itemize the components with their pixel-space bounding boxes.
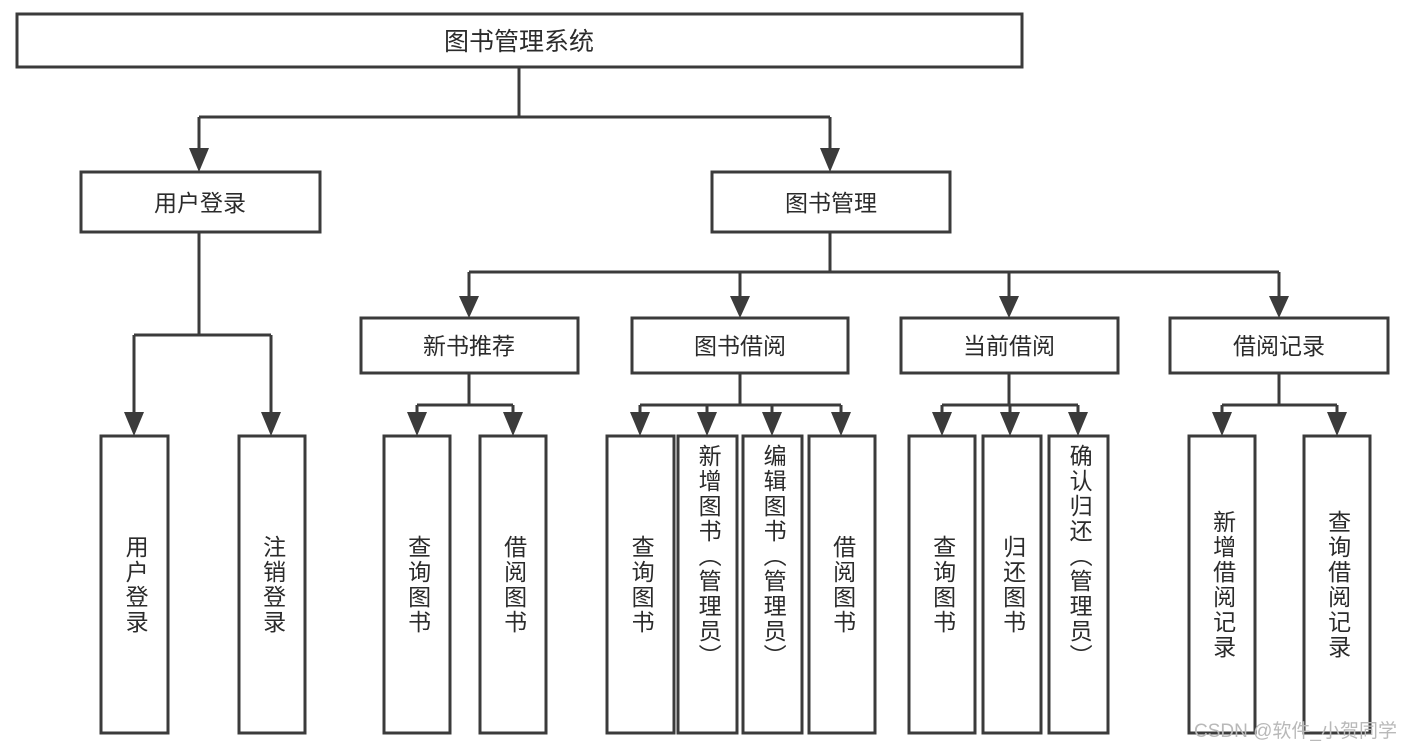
node-new-book-recommend-label: 新书推荐 (423, 333, 515, 359)
node-new-book-recommend[interactable]: 新书推荐 (359, 316, 580, 375)
arrowhead-leaf-12 (1212, 412, 1232, 436)
leaf-box-borrow-book-2[interactable] (807, 434, 877, 735)
node-root[interactable]: 图书管理系统 (15, 12, 1024, 69)
arrow-heads (124, 148, 1347, 436)
arrowhead-leaf-5 (630, 412, 650, 436)
arrowhead-leaf-2 (261, 412, 281, 436)
node-current-borrow-label: 当前借阅 (963, 333, 1055, 359)
node-borrow-record-label: 借阅记录 (1233, 333, 1325, 359)
arrowhead-leaf-3 (407, 412, 427, 436)
leaf-box-query-book-2[interactable] (605, 434, 676, 735)
arrowhead-leaf-11 (1068, 412, 1088, 436)
node-new-book-recommend-box[interactable] (359, 316, 580, 375)
leaf-box-add-book-admin[interactable] (676, 434, 739, 735)
node-user-login-box[interactable] (79, 170, 322, 234)
node-current-borrow-box[interactable] (899, 316, 1120, 375)
leaf-box-query-book-1[interactable] (382, 434, 452, 735)
node-borrow-record-box[interactable] (1168, 316, 1390, 375)
node-boxes: 图书管理系统 用户登录 图书管理 新书推荐 图书借阅 当前 (15, 12, 1390, 735)
arrowhead-leaf-6 (697, 412, 717, 436)
node-book-borrow[interactable]: 图书借阅 (630, 316, 850, 375)
arrowhead-leaf-1 (124, 412, 144, 436)
node-user-login[interactable]: 用户登录 (79, 170, 322, 234)
leaf-box-user-login[interactable] (99, 434, 170, 735)
node-root-label: 图书管理系统 (444, 28, 594, 56)
node-book-manage-box[interactable] (710, 170, 952, 234)
node-book-manage-label: 图书管理 (785, 190, 877, 216)
node-root-box[interactable] (15, 12, 1024, 69)
arrowhead-leaf-8 (831, 412, 851, 436)
node-book-borrow-box[interactable] (630, 316, 850, 375)
leaf-box-borrow-book-1[interactable] (478, 434, 548, 735)
arrowhead-leaf-7 (762, 412, 782, 436)
arrowhead-leaf-13 (1327, 412, 1347, 436)
leaf-box-query-book-3[interactable] (907, 434, 977, 735)
leaf-box-edit-book-admin[interactable] (741, 434, 804, 735)
leaf-box-add-record[interactable] (1187, 434, 1257, 735)
leaf-box-confirm-return[interactable] (1047, 434, 1110, 735)
arrowhead-book-borrow (730, 296, 750, 318)
node-current-borrow[interactable]: 当前借阅 (899, 316, 1120, 375)
arrowhead-current-borrow (999, 296, 1019, 318)
watermark-text: CSDN @软件_小贺同学 (1194, 721, 1397, 742)
leaf-box-return-book[interactable] (981, 434, 1043, 735)
arrowhead-new-book (459, 296, 479, 318)
arrowhead-leaf-9 (932, 412, 952, 436)
arrowhead-leaf-10 (1000, 412, 1020, 436)
node-borrow-record[interactable]: 借阅记录 (1168, 316, 1390, 375)
node-book-borrow-label: 图书借阅 (694, 333, 786, 359)
arrowhead-user-login (189, 148, 209, 172)
arrowhead-borrow-record (1269, 296, 1289, 318)
node-user-login-label: 用户登录 (154, 190, 246, 216)
node-book-manage[interactable]: 图书管理 (710, 170, 952, 234)
arrowhead-book-manage (820, 148, 840, 172)
arrowhead-leaf-4 (503, 412, 523, 436)
leaf-box-logout[interactable] (237, 434, 307, 735)
leaf-box-query-record[interactable] (1302, 434, 1372, 735)
